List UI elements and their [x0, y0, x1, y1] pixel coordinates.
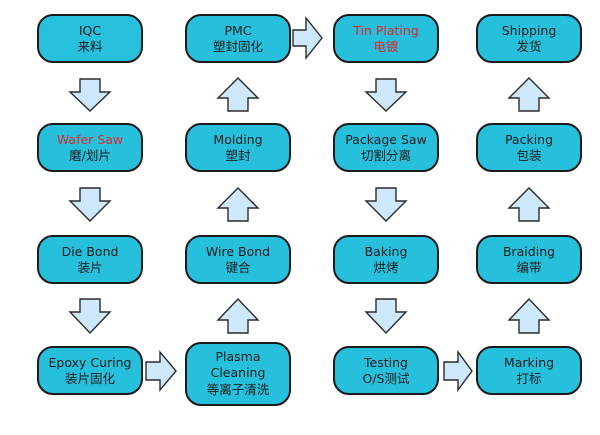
node-epoxy-curing: Epoxy Curing 装片固化	[37, 346, 143, 395]
node-marking-zh: 打标	[516, 371, 541, 386]
node-marking: Marking 打标	[476, 346, 582, 395]
node-plasma-en2: Cleaning	[211, 365, 266, 380]
node-wire-bond-en: Wire Bond	[206, 244, 270, 259]
node-tin-plating-zh: 电镀	[373, 39, 399, 54]
node-marking-en: Marking	[504, 355, 554, 370]
node-molding: Molding 塑封	[185, 123, 291, 172]
node-epoxy-curing-en: Epoxy Curing	[49, 355, 132, 370]
arrow-up-icon	[216, 77, 260, 112]
node-iqc-zh: 来料	[77, 39, 103, 54]
node-tin-plating: Tin Plating 电镀	[333, 14, 439, 63]
arrow-right-icon	[145, 350, 177, 392]
node-baking: Baking 烘烤	[333, 235, 439, 284]
node-molding-en: Molding	[213, 132, 262, 147]
node-pmc-en: PMC	[224, 23, 251, 38]
node-shipping: Shipping 发货	[476, 14, 582, 63]
node-plasma-en1: Plasma	[215, 349, 260, 364]
node-die-bond-en: Die Bond	[62, 244, 119, 259]
node-shipping-zh: 发货	[516, 39, 541, 54]
node-iqc: IQC 来料	[37, 14, 143, 63]
node-epoxy-curing-zh: 装片固化	[65, 371, 116, 386]
node-packing-zh: 包装	[516, 148, 541, 163]
node-baking-en: Baking	[365, 244, 408, 259]
arrow-right-icon	[443, 349, 473, 393]
node-pmc-zh: 塑封固化	[213, 39, 264, 54]
node-plasma-cleaning: Plasma Cleaning 等离子清洗	[185, 342, 291, 406]
node-wafer-saw-zh: 磨/划片	[69, 148, 111, 163]
arrow-down-icon	[364, 187, 408, 222]
node-packing: Packing 包装	[476, 123, 582, 172]
arrow-up-icon	[507, 77, 551, 112]
node-tin-plating-en: Tin Plating	[352, 23, 419, 38]
arrow-up-icon	[507, 187, 551, 222]
node-wafer-saw-en: Wafer Saw	[57, 132, 123, 147]
node-braiding-en: Braiding	[503, 244, 555, 259]
node-packing-en: Packing	[505, 132, 553, 147]
node-testing: Testing O/S测试	[333, 346, 439, 395]
node-wire-bond-zh: 键合	[225, 260, 251, 275]
node-pmc: PMC 塑封固化	[185, 14, 291, 63]
node-molding-zh: 塑封	[225, 148, 250, 163]
node-wire-bond: Wire Bond 键合	[185, 235, 291, 284]
arrow-up-icon	[216, 297, 260, 334]
node-iqc-en: IQC	[79, 23, 102, 38]
node-package-saw-en: Package Saw	[345, 132, 427, 147]
arrow-down-icon	[364, 78, 408, 112]
arrow-up-icon	[216, 187, 260, 222]
node-die-bond-zh: 装片	[77, 260, 102, 275]
arrow-down-icon	[68, 298, 112, 335]
node-wafer-saw: Wafer Saw 磨/划片	[37, 123, 143, 172]
node-package-saw-zh: 切割分离	[361, 148, 411, 163]
node-package-saw: Package Saw 切割分离	[333, 123, 439, 172]
arrow-down-icon	[68, 78, 112, 112]
node-braiding: Braiding 编带	[476, 235, 582, 284]
node-die-bond: Die Bond 装片	[37, 235, 143, 284]
arrow-right-icon	[292, 16, 323, 60]
node-shipping-en: Shipping	[502, 23, 557, 38]
node-baking-zh: 烘烤	[373, 260, 398, 275]
arrow-down-icon	[68, 187, 112, 222]
node-testing-zh: O/S测试	[363, 371, 410, 386]
node-plasma-zh: 等离子清洗	[207, 382, 270, 397]
arrow-down-icon	[364, 298, 408, 335]
node-testing-en: Testing	[363, 355, 408, 370]
node-braiding-zh: 编带	[516, 260, 541, 275]
arrow-up-icon	[507, 297, 551, 334]
